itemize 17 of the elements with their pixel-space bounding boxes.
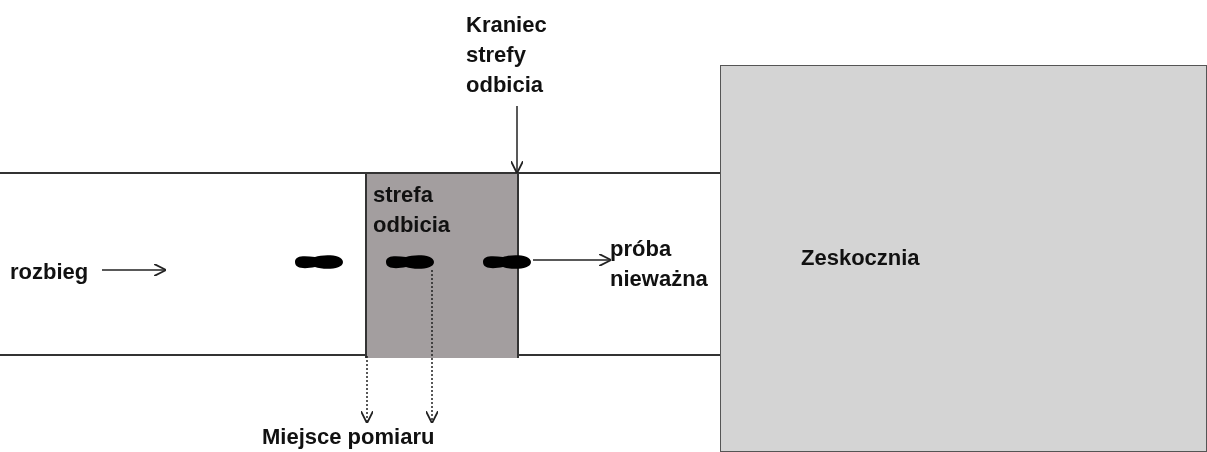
footprint-icon <box>384 252 434 272</box>
measurement-label: Miejsce pomiaru <box>262 422 482 452</box>
landing-pit <box>720 65 1207 452</box>
arrow <box>425 269 439 425</box>
arrow <box>101 263 168 277</box>
zone-area <box>365 174 519 358</box>
arrow <box>532 253 613 267</box>
zone-label: strefa odbicia <box>373 181 451 239</box>
pit-label: Zeskocznia <box>801 244 920 272</box>
runway-strip <box>0 172 720 356</box>
arrow <box>360 355 374 425</box>
zone-end-label: Kraniec strefy odbicia <box>466 10 586 106</box>
arrow <box>510 105 524 175</box>
runway-label: rozbieg <box>10 257 102 287</box>
foul-jump-label: próba nieważna <box>610 234 760 296</box>
footprint-icon <box>481 252 533 272</box>
footprint-icon <box>293 252 345 272</box>
